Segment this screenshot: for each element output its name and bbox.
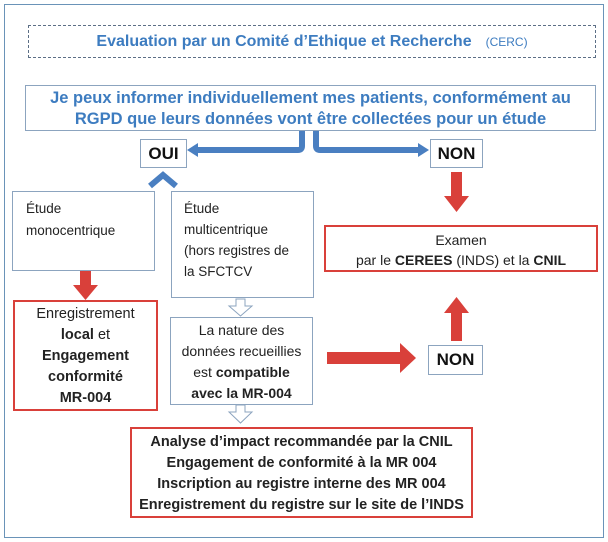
final-item: Inscription au registre interne des MR 0… [157,476,446,492]
hollow-arrow-2 [227,404,254,424]
nature-est: est [193,364,216,380]
mono-line-1: Étude [26,201,62,216]
non-box-2: NON [428,345,483,375]
nature-line-2: données recueillies [181,343,302,359]
mono-box: Étude monocentrique [12,191,155,271]
nature-box: La nature des données recueillies est co… [170,317,313,405]
multi-line-1: Étude [184,201,220,216]
question-line-1: Je peux informer individuellement mes pa… [50,89,571,107]
final-item: Enregistrement du registre sur le site d… [139,497,464,513]
multi-box: Étude multicentrique (hors registres de … [171,191,314,298]
red-arrow-non-down [444,172,469,212]
final-item: Engagement de conformité à la MR 004 [166,455,437,471]
hollow-arrow-1 [227,298,254,317]
cerc-header: Evaluation par un Comité d’Ethique et Re… [28,25,596,58]
local-line-1: Enregistrement [36,306,135,322]
blue-arrowhead-non [418,143,429,157]
local-line-4: conformité [48,369,123,385]
examen-cerees: CEREES [394,252,453,268]
outer-frame [4,4,604,538]
examen-pre: par le [355,252,395,268]
red-arrow-up [444,297,469,341]
examen-mid: (INDS) et la [452,252,534,268]
red-arrow-mono-down [73,262,98,300]
nature-line-1: La nature des [198,322,285,338]
multi-line-4: la SFCTCV [184,264,253,279]
final-item: Analyse d’impact recommandée par la CNIL [150,434,453,450]
multi-line-2: multicentrique [184,222,269,237]
local-et: et [93,327,111,343]
mono-line-2: monocentrique [26,223,116,238]
local-bold: local [60,327,94,343]
blue-arrowhead-oui [187,143,198,157]
final-box: Analyse d’impact recommandée par la CNIL… [130,427,473,518]
blue-arrow-oui [196,130,305,153]
local-line-2: local et [15,325,156,346]
nature-line-4: avec la MR-004 [191,385,292,401]
local-box: Enregistrement local et Engagement confo… [13,300,158,411]
non-box: NON [430,139,483,168]
nature-compatible: compatible [215,364,290,380]
examen-cnil: CNIL [533,252,567,268]
nature-line-3: est compatible [171,362,312,383]
question-box: Je peux informer individuellement mes pa… [25,85,596,131]
blue-arrow-non [313,130,420,153]
local-line-3: Engagement [41,348,129,364]
cerc-title: Evaluation par un Comité d’Ethique et Re… [96,32,472,50]
local-line-5: MR-004 [59,390,112,406]
oui-box: OUI [140,139,187,168]
red-arrow-right [327,343,416,373]
multi-line-3: (hors registres de [184,243,290,258]
examen-line-2: par le CEREES (INDS) et la CNIL [326,250,596,270]
examen-line-1: Examen [435,232,487,248]
cerc-abbrev: (CERC) [485,34,528,49]
question-line-2: RGPD que leurs données vont être collect… [74,110,547,128]
blue-split-oui [148,171,178,189]
examen-box: Examen par le CEREES (INDS) et la CNIL [324,225,598,272]
